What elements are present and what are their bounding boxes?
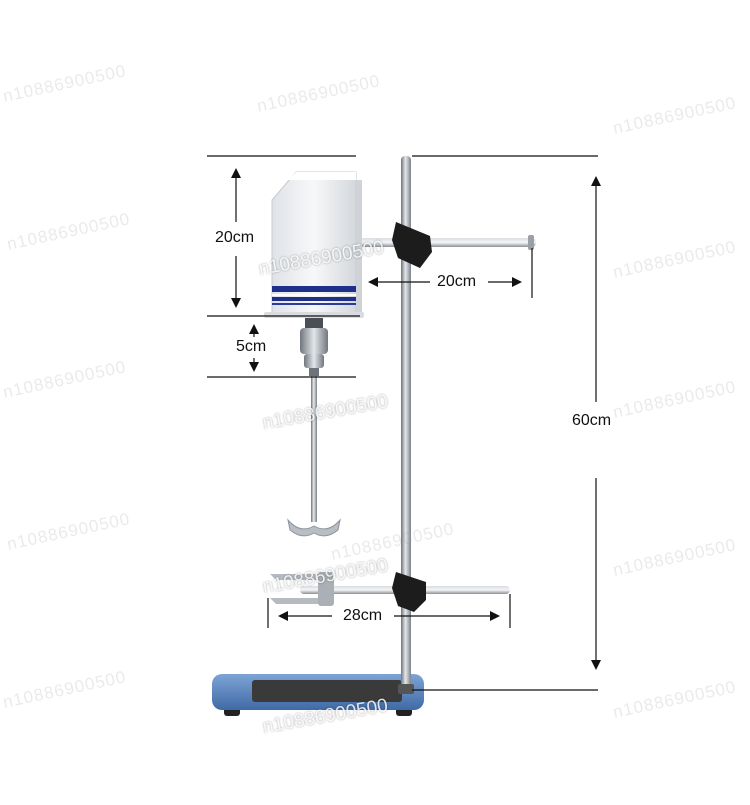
- motor-housing: [264, 171, 364, 318]
- chuck-height-label: 5cm: [233, 337, 270, 357]
- dimension-lines: [207, 155, 601, 691]
- rod-height-label: 60cm: [569, 411, 615, 431]
- upper-clamp: [360, 222, 536, 268]
- lower-arm-length-label: 28cm: [340, 606, 386, 626]
- chuck: [300, 318, 328, 376]
- support-rod: [401, 156, 411, 692]
- lower-clamp: [270, 572, 510, 612]
- base-plate: [212, 674, 424, 716]
- upper-arm-length-label: 20cm: [434, 272, 480, 292]
- stirring-paddle: [287, 376, 341, 537]
- motor-height-label: 20cm: [212, 228, 258, 248]
